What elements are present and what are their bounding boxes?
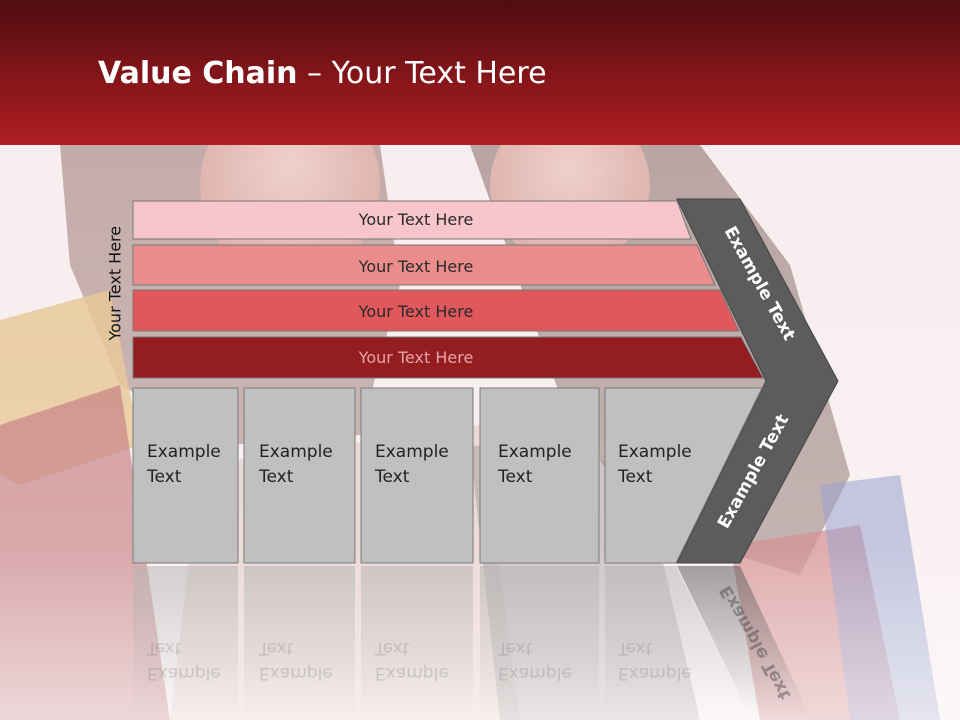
- arrow-reflection: [677, 566, 810, 716]
- box-4-reflection-label: Example Text: [498, 635, 572, 685]
- box-1-reflection: [133, 566, 238, 716]
- box-5-line2: Text: [618, 467, 653, 487]
- box-1-line1: Example: [147, 442, 221, 462]
- box-2-reflection: [244, 566, 355, 716]
- box-5: [604, 387, 763, 564]
- bar-3: [132, 289, 740, 332]
- box-3-reflection-line2: Text: [375, 638, 410, 658]
- bar-4: [132, 336, 764, 379]
- box-1-reflection-line2: Text: [147, 638, 182, 658]
- bar-3-label: Your Text Here: [358, 302, 474, 321]
- box-2-reflection-line2: Text: [259, 638, 294, 658]
- box-4-reflection: [480, 566, 599, 716]
- bar-4-label: Your Text Here: [358, 348, 474, 367]
- title-bold: Value Chain: [98, 56, 298, 91]
- box-2-reflection-line1: Example: [259, 663, 333, 683]
- box-4: [479, 387, 600, 564]
- box-5-reflection-label: Example Text: [618, 635, 692, 685]
- box-4-reflection-line1: Example: [498, 663, 572, 683]
- box-1-reflection-label: Example Text: [147, 635, 221, 685]
- box-4-line1: Example: [498, 442, 572, 462]
- bar-1: [132, 200, 692, 240]
- box-3-reflection: [361, 566, 473, 716]
- box-3-line1: Example: [375, 442, 449, 462]
- page-title: Value Chain – Your Text Here: [98, 56, 547, 91]
- box-2: [243, 387, 356, 564]
- box-2-label: Example Text: [259, 440, 333, 490]
- box-1-line2: Text: [147, 467, 182, 487]
- title-banner: [0, 0, 960, 145]
- box-3-reflection-line1: Example: [375, 663, 449, 683]
- box-3-label: Example Text: [375, 440, 449, 490]
- box-5-label: Example Text: [618, 440, 692, 490]
- box-5-reflection: [605, 566, 750, 716]
- box-3-reflection-label: Example Text: [375, 635, 449, 685]
- box-3: [360, 387, 474, 564]
- box-5-reflection-line1: Example: [618, 663, 692, 683]
- box-1: [132, 387, 239, 564]
- box-4-reflection-line2: Text: [498, 638, 533, 658]
- chevron-arrow: [676, 198, 839, 564]
- box-2-reflection-label: Example Text: [259, 635, 333, 685]
- title-rest: – Your Text Here: [297, 56, 547, 91]
- box-5-reflection-line2: Text: [618, 638, 653, 658]
- box-4-line2: Text: [498, 467, 533, 487]
- box-1-label: Example Text: [147, 440, 221, 490]
- box-1-reflection-line1: Example: [147, 663, 221, 683]
- box-4-label: Example Text: [498, 440, 572, 490]
- box-2-line1: Example: [259, 442, 333, 462]
- box-2-line2: Text: [259, 467, 294, 487]
- box-5-line1: Example: [618, 442, 692, 462]
- bar-2-label: Your Text Here: [358, 257, 474, 276]
- bar-1-label: Your Text Here: [358, 210, 474, 229]
- bar-2: [132, 244, 716, 286]
- box-3-line2: Text: [375, 467, 410, 487]
